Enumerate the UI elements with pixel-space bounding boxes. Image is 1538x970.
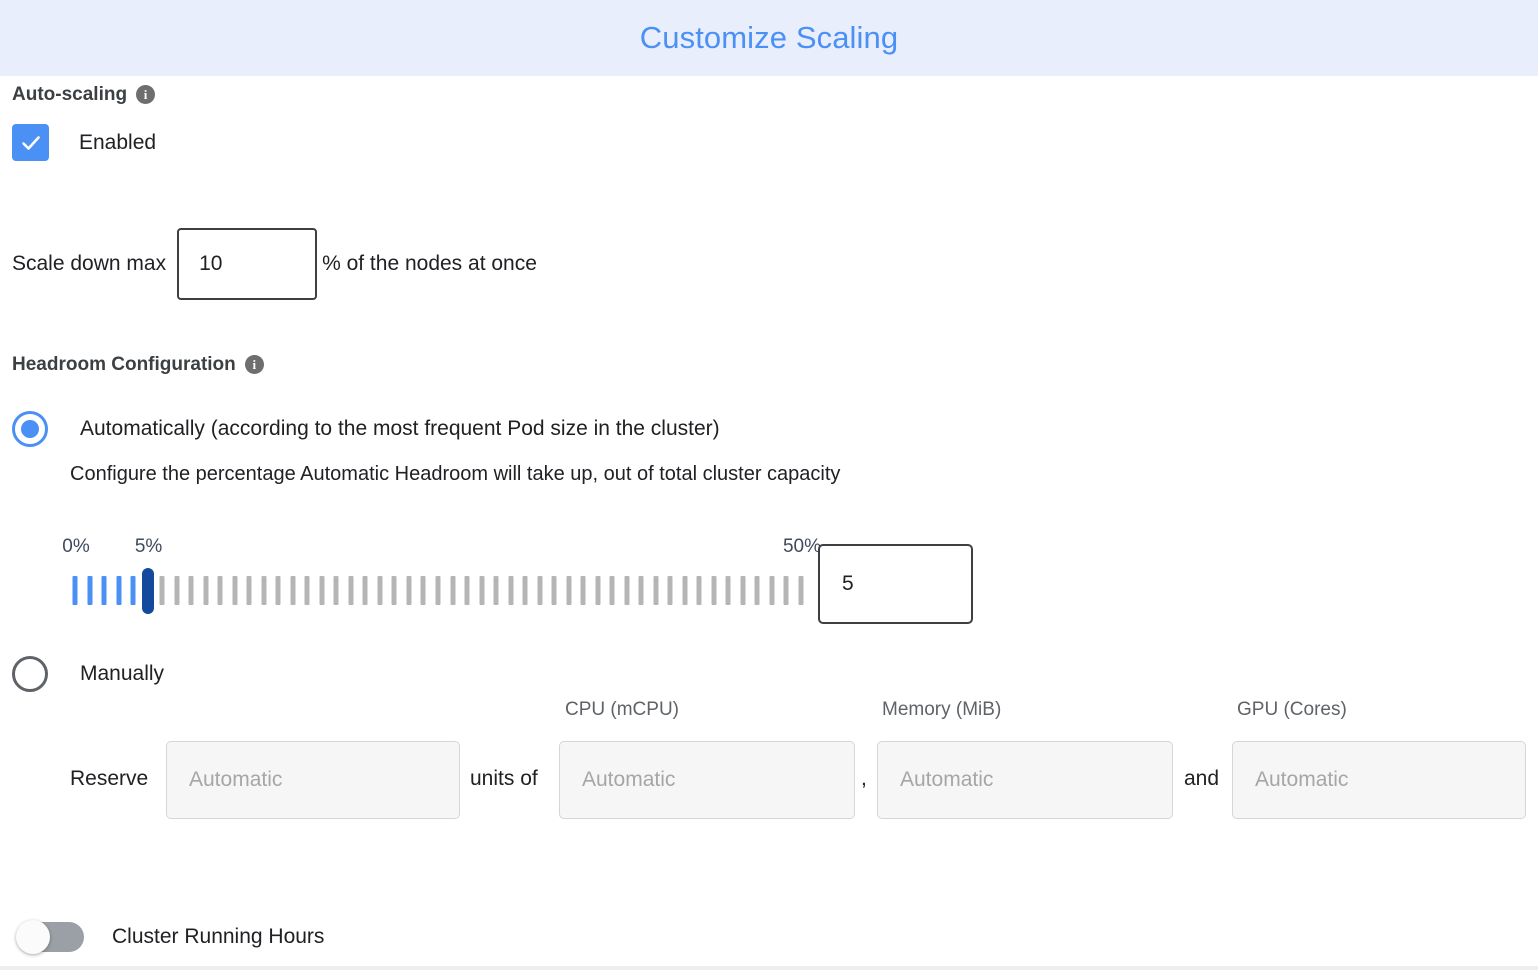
slider-tick [246,576,252,605]
auto-scaling-label: Auto-scaling [12,84,128,105]
headroom-percentage-slider[interactable]: 0% 5% 50% [62,536,821,614]
slider-tick [522,576,528,605]
toggle-knob [16,920,50,954]
slider-tick [116,576,122,605]
slider-tick [420,576,426,605]
column-header-cpu: CPU (mCPU) [565,699,679,720]
slider-tick [406,576,412,605]
slider-tick [783,576,789,605]
slider-tick [711,576,717,605]
slider-tick [740,576,746,605]
slider-tick [304,576,310,605]
comma-separator: , [861,767,867,790]
reserve-gpu-input[interactable] [1232,741,1526,819]
cluster-running-hours-row[interactable]: Cluster Running Hours [16,920,324,954]
scale-down-max-input[interactable] [177,228,318,300]
slider-tick [493,576,499,605]
cluster-running-hours-toggle[interactable] [16,920,84,954]
slider-tick [232,576,238,605]
slider-tick [464,576,470,605]
slider-tick [725,576,731,605]
headroom-option-automatic[interactable]: Automatically (according to the most fre… [12,411,720,447]
headroom-section-header: Headroom Configuration i [12,354,264,376]
slider-tick [653,576,659,605]
reserve-memory-input[interactable] [877,741,1173,819]
and-separator: and [1184,767,1220,790]
slider-tick [333,576,339,605]
slider-min-label: 0% [62,536,90,557]
slider-tick [682,576,688,605]
scale-down-max-row: Scale down max % of the nodes at once [12,228,537,300]
slider-tick [159,576,165,605]
slider-tick [537,576,543,605]
slider-tick [667,576,673,605]
enabled-checkbox[interactable] [12,124,49,161]
slider-tick [566,576,572,605]
reserve-units-input[interactable] [166,741,460,819]
info-icon[interactable]: i [136,84,156,104]
units-of-label: units of [470,767,538,790]
slider-tick [624,576,630,605]
slider-tick [377,576,383,605]
auto-scaling-enabled-row[interactable]: Enabled [12,124,156,161]
slider-tick [391,576,397,605]
slider-tick [130,576,136,605]
enabled-label: Enabled [79,130,157,154]
slider-tick [72,576,78,605]
slider-tick [754,576,760,605]
radio-manually-label: Manually [80,662,165,685]
slider-tick [609,576,615,605]
radio-dot [21,420,39,438]
reserve-cpu-input[interactable] [559,741,855,819]
slider-tick [217,576,223,605]
slider-tick [798,576,804,605]
reserve-label: Reserve [70,767,149,790]
slider-tick [450,576,456,605]
slider-tick [188,576,194,605]
slider-current-label: 5% [134,536,163,557]
radio-manually[interactable] [12,656,48,692]
slider-max-label: 50% [782,536,822,557]
slider-labels: 0% 5% 50% [62,536,821,562]
column-header-memory: Memory (MiB) [882,699,1002,720]
slider-tick [595,576,601,605]
slider-tick [275,576,281,605]
slider-tick [580,576,586,605]
slider-tick [319,576,325,605]
headroom-configuration-label: Headroom Configuration [12,354,236,375]
slider-track[interactable] [72,568,804,614]
headroom-percentage-input[interactable] [818,544,973,624]
slider-tick [551,576,557,605]
slider-tick [203,576,209,605]
slider-tick [87,576,93,605]
column-header-gpu: GPU (Cores) [1237,699,1347,720]
headroom-option-manually[interactable]: Manually [12,656,164,692]
radio-automatic[interactable] [12,411,48,447]
dialog-header: Customize Scaling [0,0,1538,76]
slider-tick [174,576,180,605]
cluster-running-hours-label: Cluster Running Hours [112,925,325,948]
slider-tick [696,576,702,605]
slider-tick [348,576,354,605]
info-icon[interactable]: i [244,354,264,374]
slider-tick [769,576,775,605]
slider-tick [479,576,485,605]
auto-scaling-section-header: Auto-scaling i [12,84,156,106]
scale-down-max-label: Scale down max [12,252,167,275]
page-title: Customize Scaling [639,20,899,55]
slider-tick [261,576,267,605]
slider-tick [638,576,644,605]
slider-tick [508,576,514,605]
headroom-automatic-description: Configure the percentage Automatic Headr… [70,463,841,485]
slider-thumb[interactable] [141,568,154,614]
slider-tick [362,576,368,605]
slider-tick [290,576,296,605]
scale-down-max-suffix: % of the nodes at once [322,252,537,275]
slider-tick [435,576,441,605]
slider-tick [101,576,107,605]
bottom-divider [0,966,1538,970]
radio-automatic-label: Automatically (according to the most fre… [80,417,720,440]
